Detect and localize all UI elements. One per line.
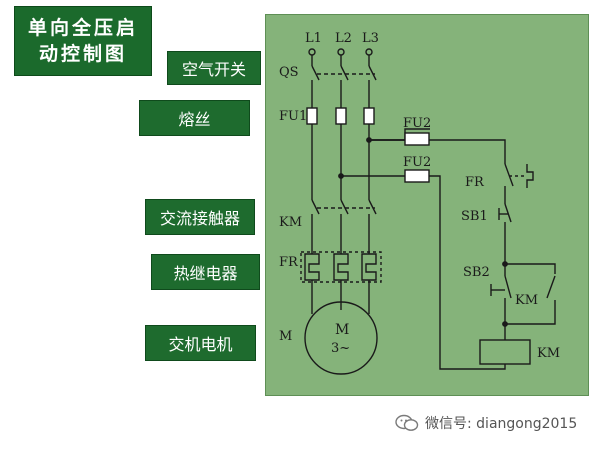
motor-circle (304, 301, 378, 375)
km-coil (479, 339, 531, 365)
fr-main-element (300, 251, 382, 283)
label-thermal-relay: 热继电器 (151, 254, 260, 290)
coil-return (480, 364, 506, 370)
label-motor: 交机电机 (145, 325, 256, 361)
title-box: 单向全压启 动控制图 (14, 6, 152, 76)
km-aux-branch-bottom (505, 300, 556, 325)
fu2-bottom-label: FU2 (403, 155, 431, 170)
ctrl-wire-right (369, 139, 506, 164)
label-fuse: 熔丝 (139, 100, 250, 136)
label-contactor: 交流接触器 (145, 199, 255, 235)
label-air-switch: 空气开关 (167, 51, 261, 85)
km-main-label: KM (279, 215, 302, 230)
phase-line-1 (311, 55, 320, 314)
fu2-top-fuse (404, 132, 430, 146)
motor-label: M (279, 329, 292, 344)
motor-sub: 3~ (331, 341, 350, 356)
phase-line-2 (340, 55, 349, 310)
circuit-diagram: L1 L2 L3 QS FU1 KM (279, 31, 560, 375)
fr-ctrl-contact (504, 163, 514, 187)
title-line-2: 动控制图 (38, 43, 127, 65)
km-aux-contact (546, 275, 556, 299)
ctrl-wire-bottom-2 (429, 175, 480, 370)
sb1-contact (504, 203, 512, 223)
phase-label-l2: L2 (335, 31, 352, 46)
fr-main-label: FR (279, 255, 299, 270)
sb2-contact (504, 275, 512, 299)
watermark: 微信号: diangong2015 (395, 412, 577, 434)
terminal-l3 (365, 48, 373, 56)
schematic-panel (265, 14, 589, 396)
wechat-icon (395, 414, 419, 431)
km-aux-branch-top (505, 263, 556, 274)
fu2-top-label: FU2 (403, 116, 431, 131)
sb1-label: SB1 (461, 209, 488, 224)
fu1-fuse-3 (363, 107, 375, 125)
fu1-fuse-2 (335, 107, 347, 125)
motor-text: M (335, 322, 349, 338)
phase-line-3 (368, 55, 377, 314)
fu2-bottom-fuse (404, 169, 430, 183)
sb2-label: SB2 (463, 265, 490, 280)
watermark-text: 微信号: diangong2015 (425, 416, 578, 432)
qs-label: QS (279, 65, 299, 80)
phase-label-l3: L3 (362, 31, 379, 46)
terminal-l2 (337, 48, 345, 56)
terminal-l1 (308, 48, 316, 56)
phase-label-l1: L1 (305, 31, 322, 46)
fr-ctrl-label: FR (465, 175, 485, 190)
km-coil-label: KM (537, 346, 560, 361)
fu1-fuse-1 (306, 107, 318, 125)
title-line-1: 单向全压启 (27, 17, 138, 39)
km-aux-label: KM (515, 293, 538, 308)
fu1-label: FU1 (279, 109, 307, 124)
